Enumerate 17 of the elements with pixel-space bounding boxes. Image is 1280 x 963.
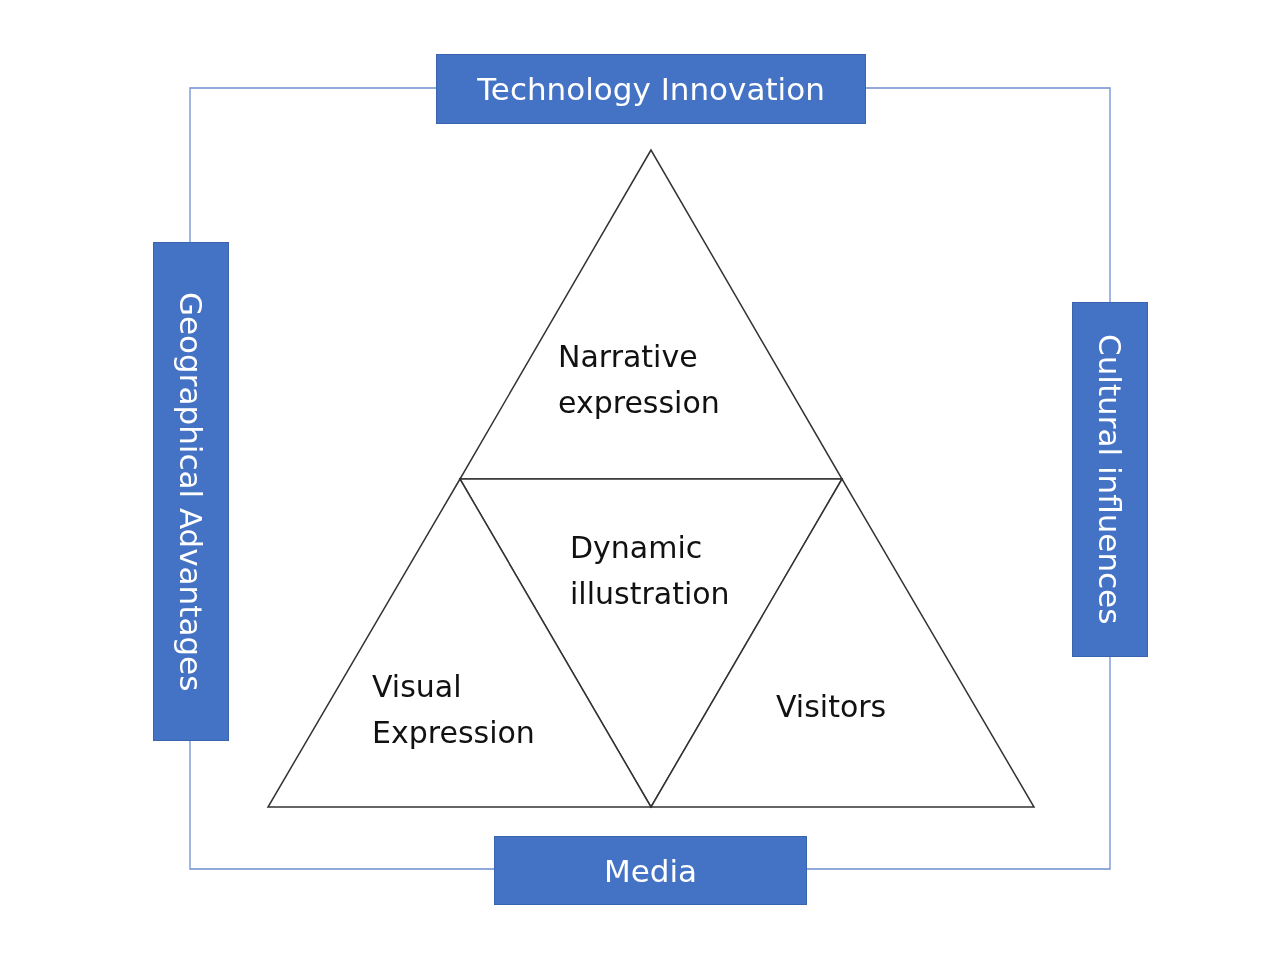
factor-label: Cultural influences xyxy=(1092,334,1128,625)
factor-box xyxy=(153,242,229,741)
connector-line xyxy=(806,656,1111,870)
connector-line xyxy=(189,740,495,870)
connector-line xyxy=(865,87,1111,303)
triangle-segment xyxy=(460,150,842,479)
segment-label: Visitors xyxy=(776,688,888,726)
segment-label: Narrative expression xyxy=(558,338,721,422)
connector-line xyxy=(189,87,437,243)
factor-label: Geographical Advantages xyxy=(173,291,209,692)
factor-box xyxy=(1072,302,1148,657)
factor-box xyxy=(494,836,807,905)
segment-label: Visual Expression xyxy=(372,668,536,752)
factor-box xyxy=(436,54,866,124)
factor-label: Media xyxy=(603,852,698,889)
factor-label: Technology Innovation xyxy=(477,71,825,107)
segment-label: Dynamic illustration xyxy=(570,529,731,613)
